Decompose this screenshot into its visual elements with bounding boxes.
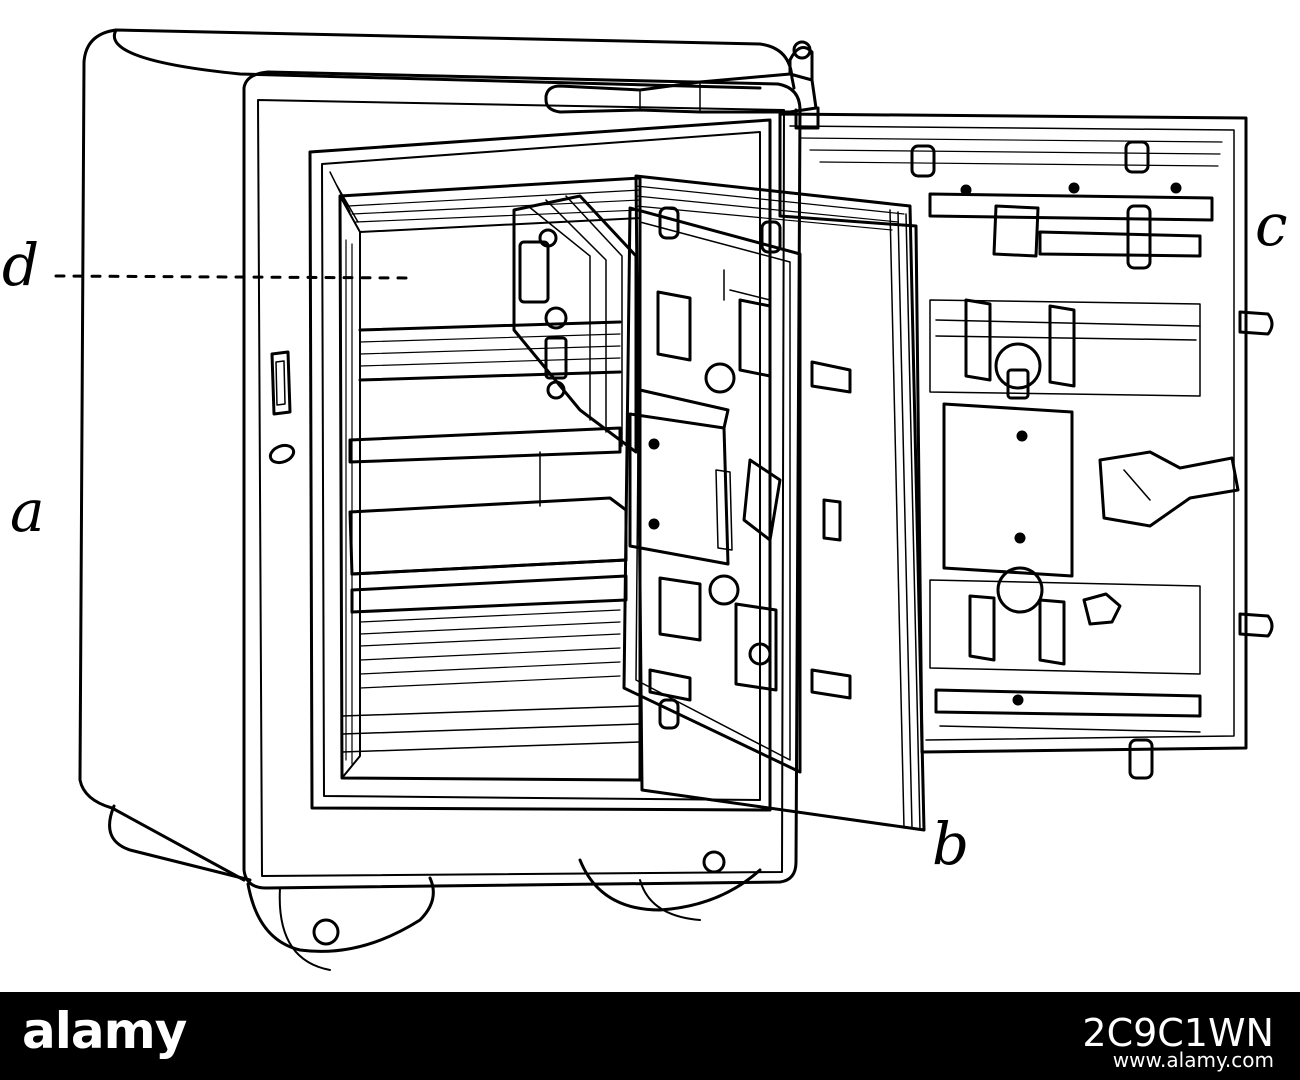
safe-illustration: d a c b bbox=[2, 28, 1288, 971]
label-d-pointer bbox=[54, 274, 412, 280]
footer-bar: alamy 2C9C1WN www.alamy.com bbox=[0, 992, 1300, 1080]
image-id: 2C9C1WN bbox=[1082, 1011, 1274, 1055]
inner-door bbox=[622, 174, 926, 832]
bolt-block bbox=[512, 194, 638, 454]
safe-interior bbox=[308, 118, 772, 812]
part-label-a: a bbox=[10, 477, 45, 545]
outer-door bbox=[778, 112, 1274, 780]
part-label-c: c bbox=[1255, 191, 1288, 259]
part-label-b: b bbox=[932, 810, 970, 878]
site-url[interactable]: www.alamy.com bbox=[1112, 1048, 1274, 1072]
hinge-lever bbox=[544, 40, 820, 130]
brand-logo[interactable]: alamy bbox=[22, 1002, 187, 1060]
part-label-d: d bbox=[2, 231, 40, 299]
safe-feet bbox=[108, 804, 762, 971]
